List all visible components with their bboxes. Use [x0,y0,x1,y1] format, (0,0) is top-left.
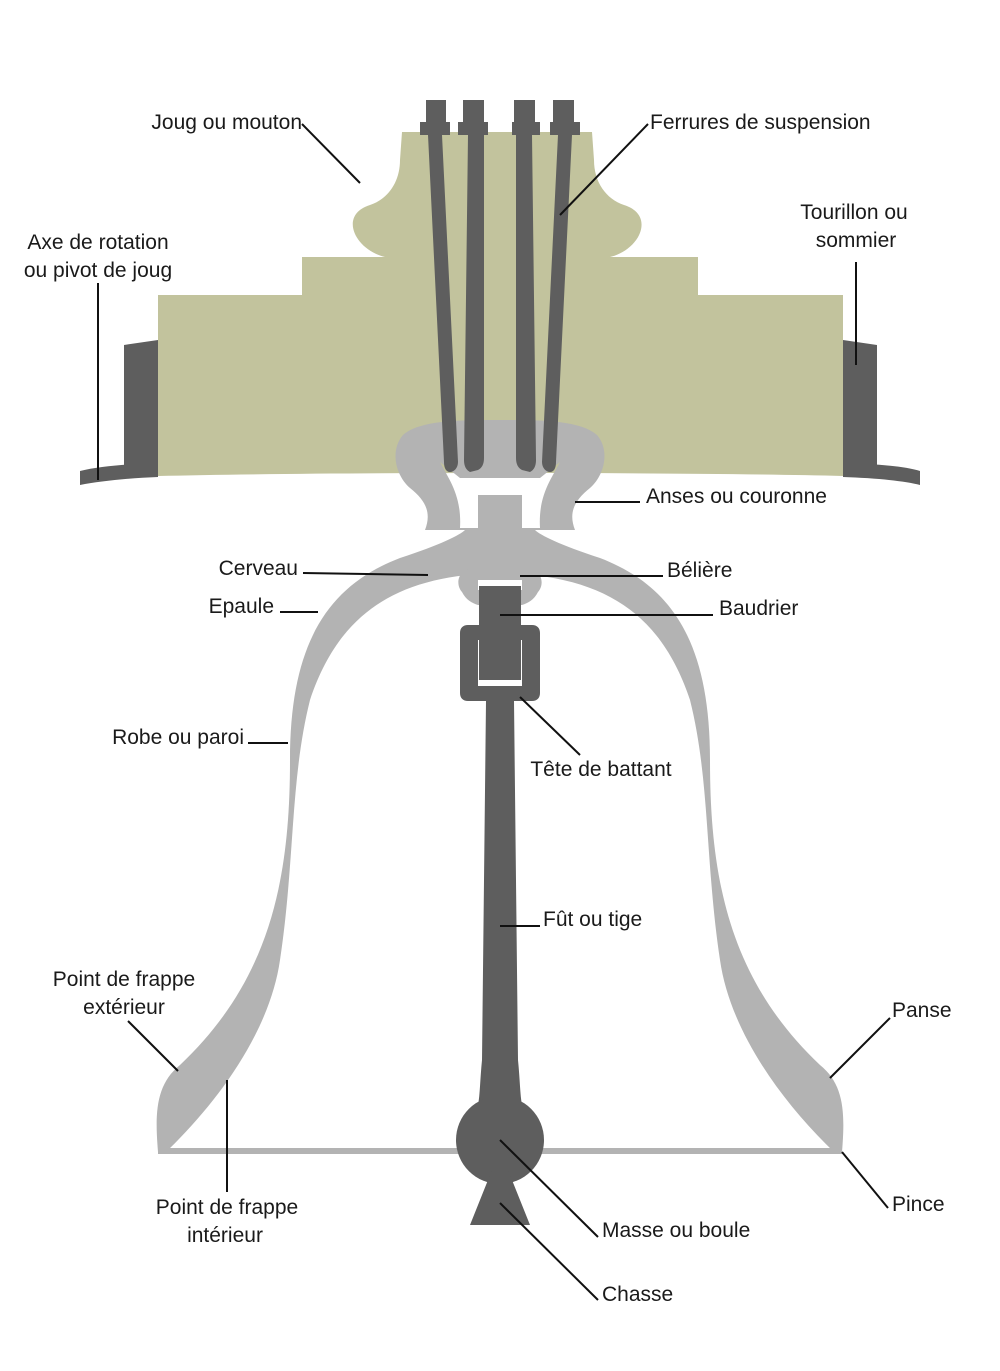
label-frappe-int-line2: intérieur [187,1224,263,1247]
leader-cerveau [302,572,429,576]
label-frappe-ext-line2: extérieur [83,996,165,1019]
clapper-head [460,625,540,701]
label-joug: Joug ou mouton [151,111,302,134]
left-rotation-beam [80,463,158,485]
leader-pince [841,1151,889,1209]
yoke-shape [158,132,843,476]
label-tourillon-line1: Tourillon ou [800,201,907,224]
left-pivot-axle [124,340,158,477]
label-fut: Fût ou tige [543,908,642,931]
label-chasse: Chasse [602,1283,673,1306]
leader-joug [301,123,361,184]
label-ferrures: Ferrures de suspension [650,111,871,134]
right-rotation-beam [843,463,920,485]
label-tete: Tête de battant [530,758,671,781]
clapper-flight [470,1170,530,1225]
leader-masse [499,1139,599,1238]
suspension-iron-3 [512,100,540,472]
leader-frappe-ext [127,1020,179,1072]
label-robe: Robe ou paroi [112,726,244,749]
label-axe-line1: Axe de rotation [27,231,168,254]
leader-chasse [499,1202,599,1301]
label-anses: Anses ou couronne [646,485,827,508]
clapper-shaft [478,701,522,1105]
label-masse: Masse ou boule [602,1219,750,1242]
leader-lines [97,123,891,1301]
label-frappe-int-line1: Point de frappe [156,1196,298,1219]
label-tourillon-line2: sommier [816,229,897,252]
label-panse: Panse [892,999,952,1022]
leader-panse [829,1017,891,1079]
label-epaule: Epaule [209,595,274,618]
label-cerveau: Cerveau [219,557,298,580]
label-pince: Pince [892,1193,945,1216]
label-beliere: Bélière [667,559,732,582]
suspension-iron-2 [458,100,488,472]
leader-tete [519,696,581,756]
label-axe-line2: ou pivot de joug [24,259,172,282]
label-frappe-ext-line1: Point de frappe [53,968,195,991]
right-trunnion [843,340,877,477]
label-baudrier: Baudrier [719,597,798,620]
leader-ferrures [559,123,649,216]
bell-crown [395,420,605,530]
suspension-iron-4 [542,100,580,472]
suspension-iron-1 [420,100,458,472]
labels: Joug ou mouton Ferrures de suspension Ax… [24,111,952,1306]
